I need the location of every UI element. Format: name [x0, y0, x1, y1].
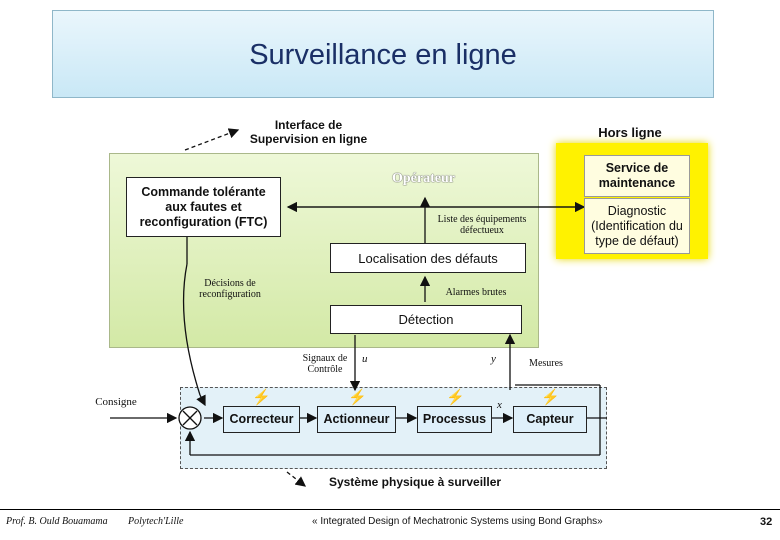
mesures-label: Mesures: [529, 358, 563, 369]
localisation-box: Localisation des défauts: [330, 243, 526, 273]
ftc-box: Commande tolérante aux fautes et reconfi…: [126, 177, 281, 237]
footer-author: Prof. B. Ould Bouamama: [6, 516, 108, 527]
footer-org: Polytech'Lille: [128, 516, 184, 527]
interface-label: Interface de Supervision en ligne: [249, 118, 368, 146]
fault-bolt-icon: ⚡: [252, 389, 271, 406]
fault-bolt-icon: ⚡: [348, 389, 367, 406]
detection-box: Détection: [330, 305, 522, 334]
systeme-label: Système physique à surveiller: [328, 475, 502, 489]
y-label: y: [491, 353, 496, 365]
decisions-label: Décisions de reconfiguration: [199, 278, 261, 300]
correcteur-box: Correcteur: [223, 406, 300, 433]
u-label: u: [362, 353, 368, 365]
operateur-label: Opérateur: [392, 171, 455, 186]
fault-bolt-icon: ⚡: [446, 389, 465, 406]
footer-divider: [0, 509, 780, 510]
signaux-label: Signaux de Contrôle: [302, 353, 348, 375]
title-banner: Surveillance en ligne: [52, 10, 714, 98]
hors-ligne-label: Hors ligne: [598, 125, 662, 140]
page-title: Surveillance en ligne: [249, 39, 517, 71]
alarmes-label: Alarmes brutes: [445, 287, 507, 298]
x-label: x: [497, 399, 502, 411]
footer-course: « Integrated Design of Mechatronic Syste…: [312, 516, 603, 527]
page-number: 32: [760, 516, 773, 528]
diagnostic-box: Diagnostic (Identification du type de dé…: [584, 198, 690, 254]
capteur-box: Capteur: [513, 406, 587, 433]
processus-box: Processus: [417, 406, 492, 433]
consigne-label: Consigne: [95, 396, 137, 408]
fault-bolt-icon: ⚡: [541, 389, 560, 406]
actionneur-box: Actionneur: [317, 406, 396, 433]
liste-label: Liste des équipements défectueux: [437, 214, 527, 236]
service-box: Service de maintenance: [584, 155, 690, 197]
